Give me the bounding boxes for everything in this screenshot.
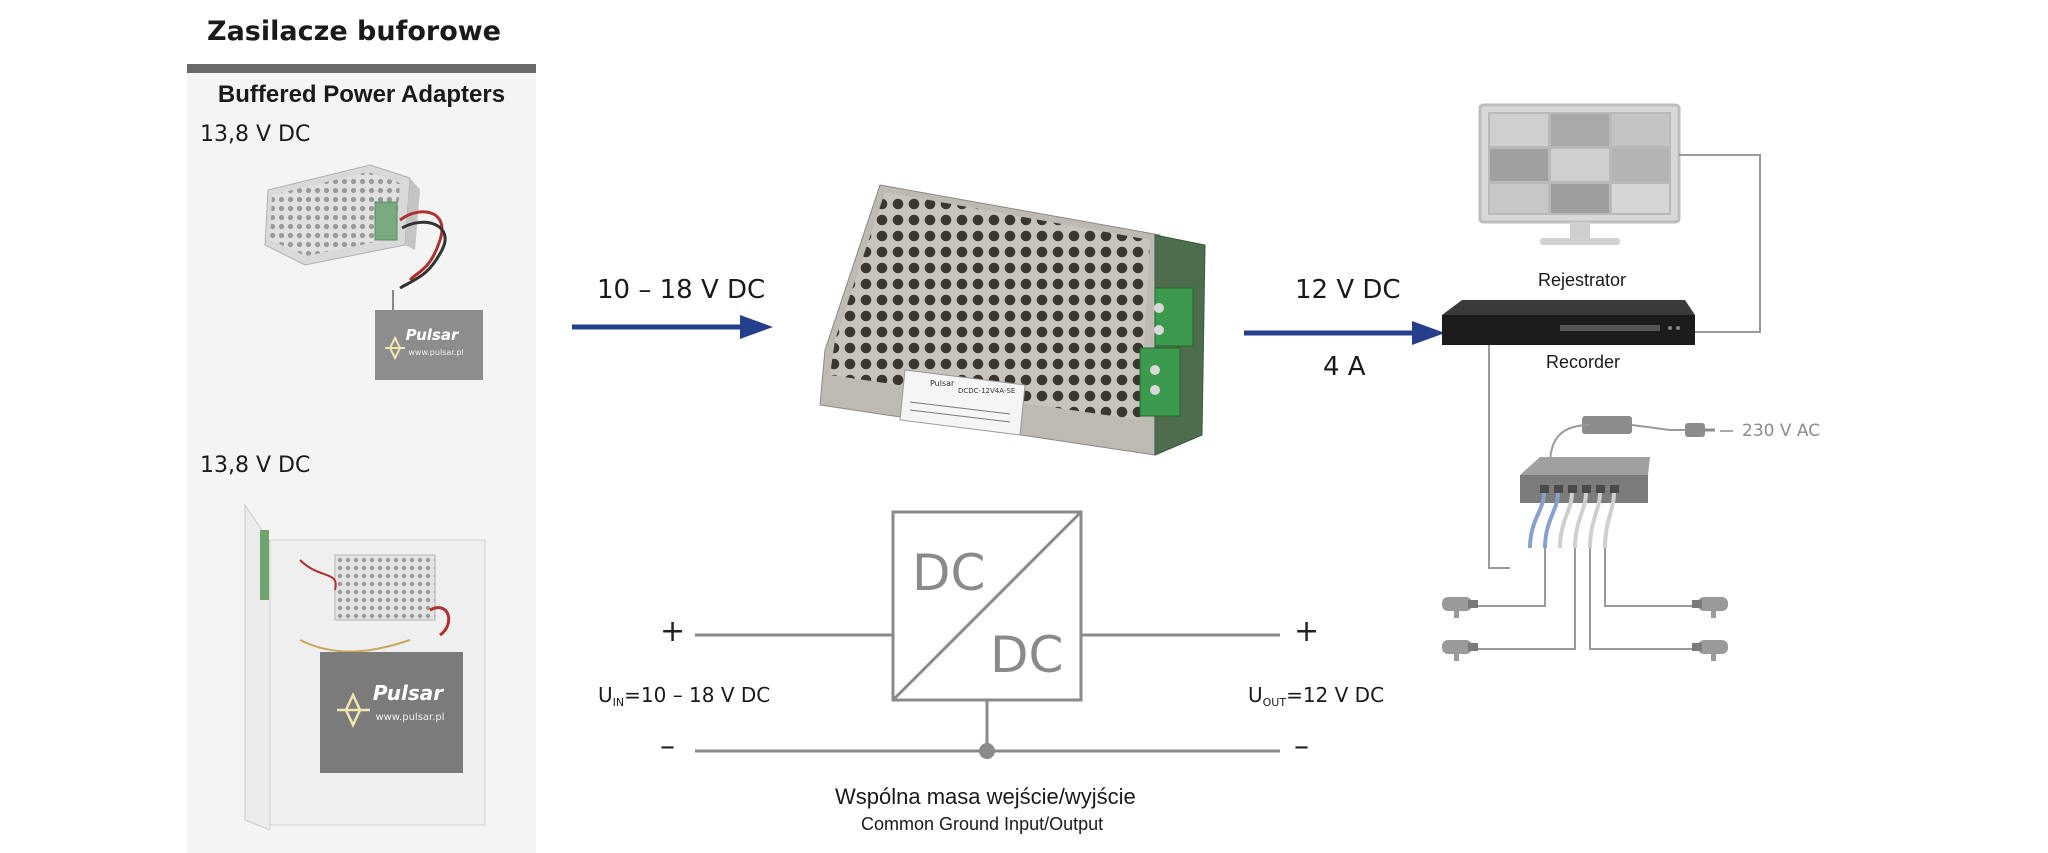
pulsar-logo-box-large (320, 652, 463, 773)
recorder-label-pl: Rejestrator (1538, 270, 1627, 290)
common-ground-label-en: Common Ground Input/Output (861, 814, 1104, 834)
svg-text:Pulsar: Pulsar (373, 681, 444, 705)
recorder-icon (1442, 300, 1695, 345)
camera-icon-top-left (1442, 597, 1478, 618)
recorder-label-en: Recorder (1546, 352, 1621, 372)
power-adapter-icon (1549, 416, 1733, 466)
input-voltage-label: 10 – 18 V DC (597, 275, 766, 305)
output-voltage-label: 12 V DC (1295, 275, 1401, 305)
top-adapter-voltage: 13,8 V DC (200, 122, 311, 147)
input-plus-sign: + (660, 614, 686, 649)
input-voltage-formula: UIN=10 – 18 V DC (598, 683, 771, 709)
title-english: Buffered Power Adapters (217, 81, 506, 108)
output-voltage-formula: UOUT=12 V DC (1248, 683, 1385, 709)
converter-top-dc: DC (912, 544, 985, 602)
title-polish: Zasilacze buforowe (207, 16, 501, 47)
input-minus-sign: – (660, 729, 675, 764)
svg-text:Pulsar: Pulsar (930, 379, 955, 388)
output-minus-sign: – (1294, 729, 1309, 764)
common-ground-label-pl: Wspólna masa wejście/wyjście (835, 784, 1136, 809)
converter-bottom-dc: DC (990, 626, 1063, 684)
output-plus-sign: + (1294, 614, 1320, 649)
open-frame-psu-image: Pulsar www.pulsar.pl (264, 164, 483, 380)
svg-text:www.pulsar.pl: www.pulsar.pl (375, 712, 444, 723)
svg-text:DCDC-12V4A-SE: DCDC-12V4A-SE (958, 387, 1015, 395)
output-arrow (1244, 321, 1445, 345)
camera-icon-bottom-right (1692, 640, 1728, 661)
pulsar-logo-box-small (375, 310, 483, 380)
panel-header-bar (187, 64, 536, 73)
monitor-icon (1478, 103, 1681, 245)
ground-node (979, 743, 995, 759)
network-switch-icon (1520, 457, 1650, 503)
camera-icon-top-right (1692, 597, 1728, 618)
dcdc-schematic: DC DC (695, 510, 1280, 759)
camera-icon-bottom-left (1442, 640, 1478, 661)
svg-text:Pulsar: Pulsar (406, 326, 460, 344)
input-arrow (572, 315, 773, 339)
bottom-adapter-voltage: 13,8 V DC (200, 453, 311, 478)
dcdc-converter-image: Pulsar DCDC-12V4A-SE (819, 184, 1206, 456)
enclosure-psu-image: Pulsar www.pulsar.pl (244, 503, 486, 830)
svg-text:www.pulsar.pl: www.pulsar.pl (408, 348, 463, 357)
output-current-label: 4 A (1323, 352, 1366, 382)
mains-voltage-label: 230 V AC (1742, 421, 1821, 441)
cctv-system-diagram (1442, 103, 1761, 661)
